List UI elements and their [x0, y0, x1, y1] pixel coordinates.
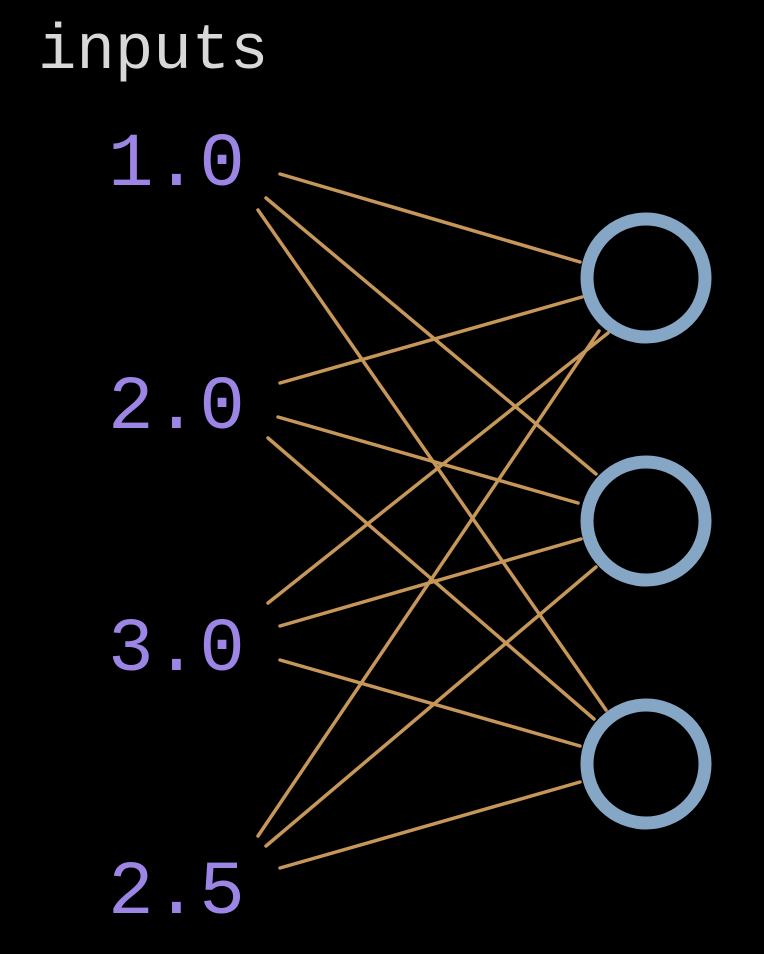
input-label-3: 3.0: [108, 607, 245, 693]
connection-input-2-neuron-1: [278, 295, 584, 385]
connection-input-3-neuron-3: [278, 658, 582, 748]
connection-input-1-neuron-1: [278, 172, 582, 264]
inputs-title: inputs: [38, 16, 268, 88]
connections-layer: [256, 172, 610, 870]
connection-input-4-neuron-1: [256, 329, 601, 838]
input-label-1: 1.0: [108, 122, 245, 208]
neuron-2: [580, 455, 712, 587]
neuron-1: [580, 212, 712, 344]
connection-input-3-neuron-1: [266, 331, 610, 605]
connection-input-2-neuron-2: [276, 415, 580, 505]
input-label-2: 2.0: [108, 365, 245, 451]
connection-input-4-neuron-3: [278, 780, 582, 870]
neuron-3: [580, 698, 712, 830]
connection-input-1-neuron-2: [264, 196, 598, 476]
input-label-4: 2.5: [108, 850, 245, 936]
connection-input-4-neuron-2: [264, 565, 598, 848]
